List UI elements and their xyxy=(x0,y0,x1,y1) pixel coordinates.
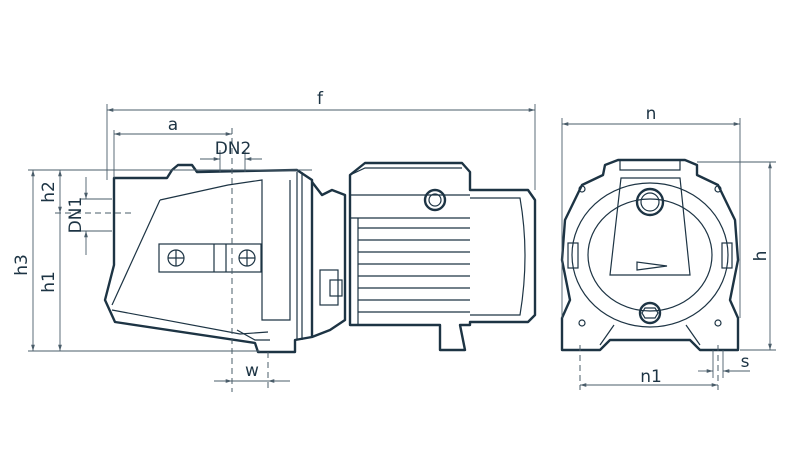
side-view-pump xyxy=(103,161,537,354)
terminal-box-gland xyxy=(423,188,447,212)
dimension-h-label: h xyxy=(751,251,771,262)
dimension-f-label: f xyxy=(317,89,324,109)
dimension-h1-label: h1 xyxy=(39,271,59,293)
dimension-h3-label: h3 xyxy=(12,254,32,276)
screw-icon xyxy=(167,249,185,267)
dimension-a-label: a xyxy=(168,115,178,135)
dimension-h2-label: h2 xyxy=(39,181,59,203)
dimension-dn2-label: DN2 xyxy=(215,139,252,159)
dimension-n-label: n xyxy=(646,104,657,124)
front-view-dimensions: n h n1 s xyxy=(561,104,776,390)
screw-icon xyxy=(238,249,256,267)
side-view-dimensions: f a DN2 h3 h2 h1 DN1 w xyxy=(12,89,536,392)
cooling-fins xyxy=(357,218,470,325)
dimension-w-label: w xyxy=(245,361,259,381)
front-view-pump xyxy=(560,158,740,352)
front-housing xyxy=(560,158,740,352)
pump-housing xyxy=(103,163,314,354)
motor-body xyxy=(348,161,537,352)
dimension-dn1-label: DN1 xyxy=(66,197,86,234)
dimension-n1-label: n1 xyxy=(640,367,662,387)
dimension-s-label: s xyxy=(741,352,750,372)
